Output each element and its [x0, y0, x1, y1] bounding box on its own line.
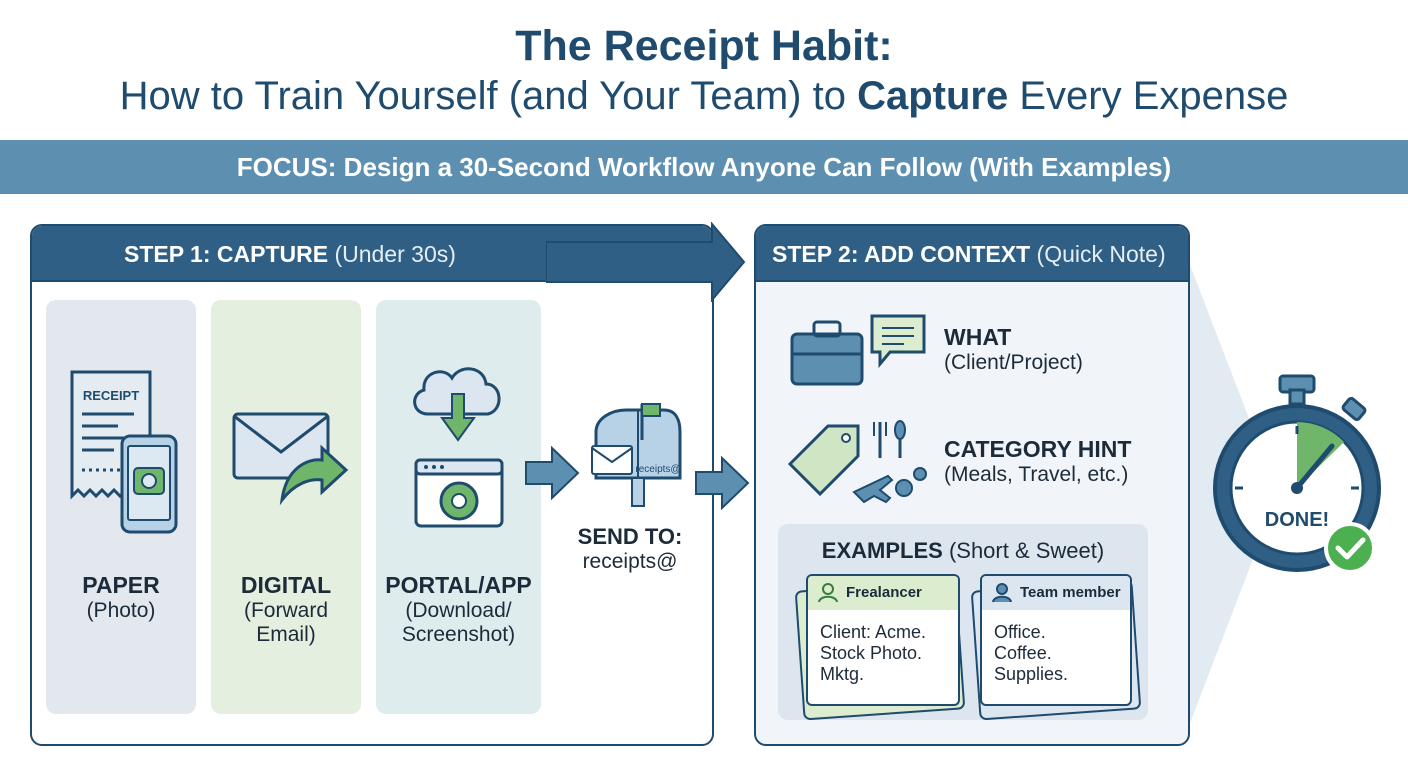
send-to-address: receipts@: [582, 550, 678, 573]
digital-label: DIGITAL (Forward Email): [211, 572, 361, 647]
portal-line2: Screenshot): [401, 623, 516, 646]
step1-header: STEP 1: CAPTURE (Under 30s): [32, 226, 712, 282]
examples-subtitle: (Short & Sweet): [948, 538, 1105, 563]
mailbox-label: receipts@: [635, 464, 680, 475]
digital-title: DIGITAL: [240, 572, 332, 598]
send-to-title: SEND TO:: [577, 524, 683, 549]
step1-title: STEP 1: CAPTURE: [124, 241, 329, 267]
email-forward-icon: [232, 412, 349, 506]
portal-title: PORTAL/APP: [385, 572, 532, 598]
user-icon: [992, 583, 1012, 603]
card-body: Client: Acme. Stock Photo. Mktg.: [808, 610, 958, 685]
arrow-right-icon: [525, 446, 580, 500]
card-line: Supplies.: [994, 664, 1069, 684]
examples-title: EXAMPLES (Short & Sweet): [778, 538, 1148, 564]
cloud-download-icon: [413, 367, 504, 528]
step1-subtitle: (Under 30s): [334, 241, 456, 267]
title-line2: How to Train Yourself (and Your Team) to…: [0, 74, 1408, 119]
what-item: WHAT (Client/Project): [944, 324, 1083, 375]
card-line: Stock Photo.: [820, 643, 923, 663]
done-text: DONE!: [1265, 509, 1329, 531]
example-card-team-member: Team member Office. Coffee. Supplies.: [980, 574, 1132, 706]
step2-header: STEP 2: ADD CONTEXT (Quick Note): [756, 226, 1188, 282]
focus-banner: FOCUS: Design a 30-Second Workflow Anyon…: [0, 140, 1408, 194]
paper-title: PAPER: [82, 572, 160, 598]
card-role: Team member: [1020, 584, 1121, 601]
card-line: Office.: [994, 622, 1046, 642]
receipt-phone-icon: RECEIPT: [70, 370, 178, 534]
title-line2-bold: Capture: [857, 74, 1009, 118]
step2-subtitle: (Quick Note): [1036, 241, 1166, 267]
what-title: WHAT: [944, 324, 1012, 350]
title-line1: The Receipt Habit:: [515, 22, 893, 70]
category-sub: (Meals, Travel, etc.): [944, 463, 1129, 486]
digital-column: [211, 300, 361, 714]
digital-line2: Email): [256, 623, 316, 646]
paper-label: PAPER (Photo): [46, 572, 196, 623]
card-line: Coffee.: [994, 643, 1052, 663]
step-arrow-icon: [546, 222, 746, 302]
card-header: Team member: [982, 576, 1130, 610]
what-sub: (Client/Project): [944, 351, 1083, 374]
examples-title-bold: EXAMPLES: [821, 538, 943, 563]
card-role: Frealancer: [846, 584, 922, 601]
user-icon: [818, 583, 838, 603]
title-line2-end: Every Expense: [1008, 74, 1289, 118]
tag-category-icon: [788, 420, 927, 504]
category-title: CATEGORY HINT: [944, 436, 1132, 462]
stopwatch-icon: DONE!: [1213, 374, 1381, 574]
card-line: Mktg.: [820, 664, 865, 684]
receipt-text: RECEIPT: [83, 388, 139, 403]
card-line: Client: Acme.: [820, 622, 927, 642]
portal-line1: (Download/: [405, 599, 512, 622]
example-card-freelancer: Frealancer Client: Acme. Stock Photo. Mk…: [806, 574, 960, 706]
send-to: SEND TO: receipts@: [560, 524, 700, 574]
mailbox-icon: receipts@: [591, 403, 682, 507]
paper-line1: (Photo): [86, 599, 156, 622]
portal-label: PORTAL/APP (Download/ Screenshot): [376, 572, 541, 647]
arrow-right-icon-2: [695, 456, 750, 510]
card-header: Frealancer: [808, 576, 958, 610]
step2-title: STEP 2: ADD CONTEXT: [772, 241, 1031, 267]
digital-line1: (Forward: [243, 599, 328, 622]
category-item: CATEGORY HINT (Meals, Travel, etc.): [944, 436, 1131, 487]
briefcase-chat-icon: [790, 314, 926, 386]
title-line2-start: How to Train Yourself (and Your Team) to: [119, 74, 858, 118]
card-body: Office. Coffee. Supplies.: [982, 610, 1130, 685]
